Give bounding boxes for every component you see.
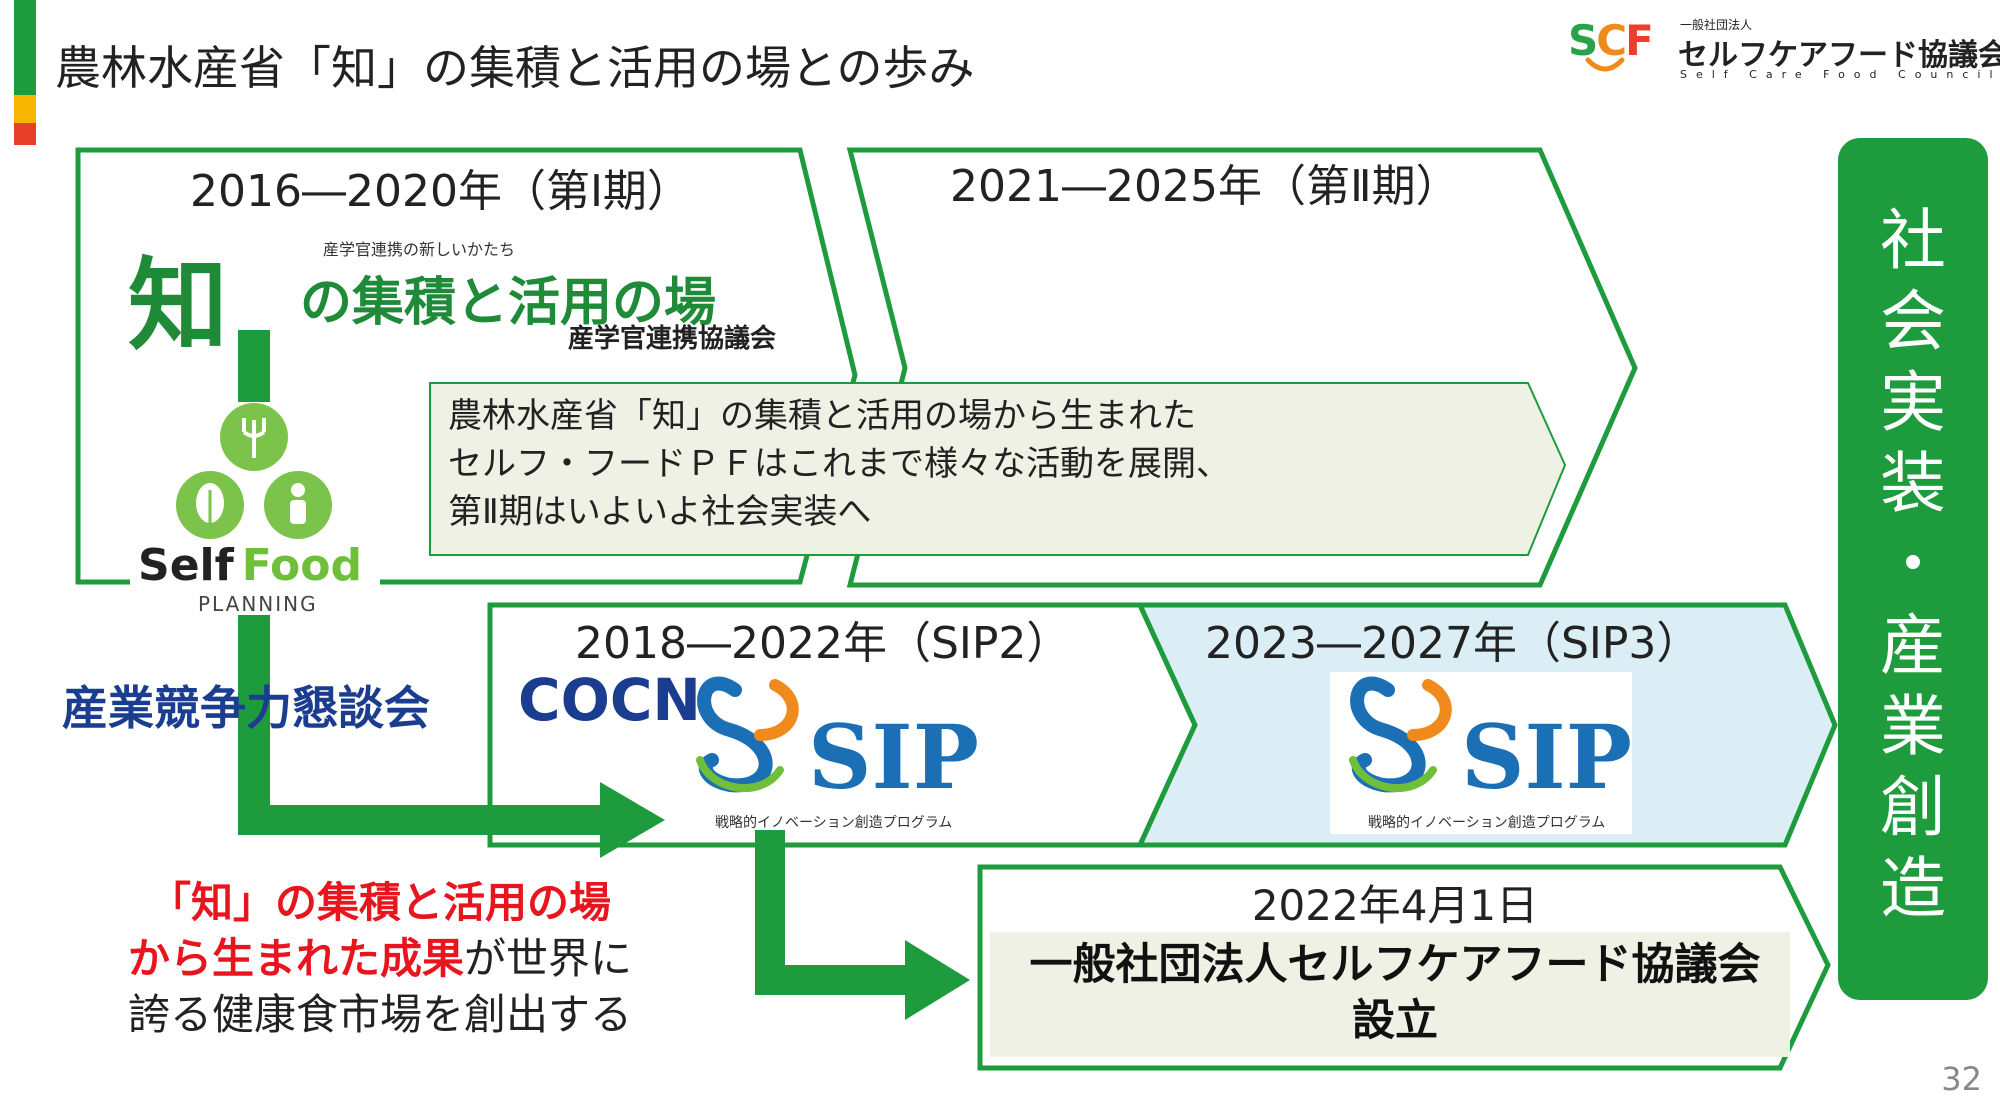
establish-line-1: 一般社団法人セルフケアフード協議会 — [1029, 940, 1761, 990]
chi-logo: 産学官連携の新しいかたち 知 の集積と活用の場 産学官連携協議会 — [128, 232, 928, 364]
callout-text: 農林水産省「知」の集積と活用の場から生まれた セルフ・フードＰＦはこれまで様々な… — [448, 392, 1230, 536]
social-char: ・ — [1880, 526, 1946, 603]
social-impl-bar — [1838, 138, 1988, 1000]
connector-upper — [238, 330, 270, 402]
accent-bar-green — [14, 0, 36, 95]
arrow-to-sip — [238, 600, 665, 858]
result-text: 「知」の集積と活用の場 から生まれた成果が世界に 誇る健康食市場を創出する — [70, 875, 690, 1043]
sip2-caption: 戦略的イノベーション創造プログラム — [715, 815, 953, 831]
callout-box — [429, 382, 1567, 556]
period-phase1: 2016―2020年（第Ⅰ期） — [190, 166, 691, 217]
result-line-2-black: が世界に — [464, 934, 633, 983]
period-sip2: 2018―2022年（SIP2） — [575, 618, 1071, 669]
social-char: 実 — [1880, 364, 1946, 441]
arrow-to-establish — [755, 830, 970, 1020]
chi-logo-tagline: 産学官連携の新しいかたち — [323, 240, 516, 259]
logo-org-small: 一般社団法人 — [1680, 18, 1753, 32]
logo-mark: SCF — [1568, 16, 1654, 65]
chi-logo-sub: 産学官連携協議会 — [568, 324, 777, 354]
social-char: 業 — [1880, 688, 1946, 765]
callout-line-1: 農林水産省「知」の集積と活用の場から生まれた — [448, 396, 1196, 436]
selffood-self: Self — [138, 540, 234, 591]
selffood-food: Food — [241, 540, 362, 591]
period-phase2: 2021―2025年（第Ⅱ期） — [950, 161, 1460, 212]
sip3-logo-text: SIP — [1461, 705, 1632, 809]
callout-line-2: セルフ・フードＰＦはこれまで様々な活動を展開、 — [448, 444, 1230, 484]
establish-date: 2022年4月1日 — [1251, 881, 1539, 930]
result-line-1: 「知」の集積と活用の場 — [148, 878, 611, 927]
accent-bar-yellow — [14, 95, 36, 123]
social-char: 装 — [1880, 445, 1946, 522]
chi-logo-main: の集積と活用の場 — [300, 273, 717, 333]
social-char: 造 — [1880, 850, 1946, 927]
social-impl-text: 社 会 実 装 ・ 産 業 創 造 — [1838, 200, 1988, 929]
konwa-logo: 産業競争力懇談会 — [62, 681, 430, 735]
result-line-2-red: から生まれた成果 — [127, 934, 464, 983]
establish-inner-box — [990, 932, 1790, 1057]
cocn-logo: COCN — [518, 666, 701, 734]
logo-org-en: Self Care Food Council — [1680, 68, 2000, 81]
result-line-2: から生まれた成果が世界に — [70, 931, 690, 987]
social-char: 会 — [1880, 283, 1946, 360]
org-logo: SCF 一般社団法人 セルフケアフード協議会 Self Care Food Co… — [1568, 14, 2000, 84]
person-icon — [290, 483, 306, 524]
sip3-caption: 戦略的イノベーション創造プログラム — [1368, 815, 1606, 831]
sip2-swirl-icon — [696, 676, 799, 793]
establish-line-2: 設立 — [1352, 996, 1438, 1046]
logo-smile-icon — [1585, 57, 1625, 72]
social-char: 社 — [1880, 202, 1946, 279]
selffood-planning: PLANNING — [198, 592, 318, 616]
fork-icon — [242, 418, 266, 458]
page-title: 農林水産省「知」の集積と活用の場との歩み — [55, 41, 975, 95]
chi-logo-kanji: 知 — [128, 246, 228, 364]
leaf-icon — [196, 483, 224, 528]
callout-line-3: 第Ⅱ期はいよいよ社会実装へ — [448, 492, 872, 532]
sip2-logo-text: SIP — [808, 705, 979, 809]
social-char: 産 — [1880, 607, 1946, 684]
period-sip3: 2023―2027年（SIP3） — [1205, 618, 1701, 669]
result-line-3: 誇る健康食市場を創出する — [127, 990, 632, 1039]
establish-text: 一般社団法人セルフケアフード協議会 設立 — [980, 937, 1810, 1049]
page-number: 32 — [1941, 1060, 1982, 1098]
social-char: 創 — [1880, 769, 1946, 846]
sip3-swirl-icon — [1330, 672, 1632, 834]
accent-bar-red — [14, 123, 36, 145]
logo-org-name: セルフケアフード協議会 — [1678, 38, 2000, 73]
